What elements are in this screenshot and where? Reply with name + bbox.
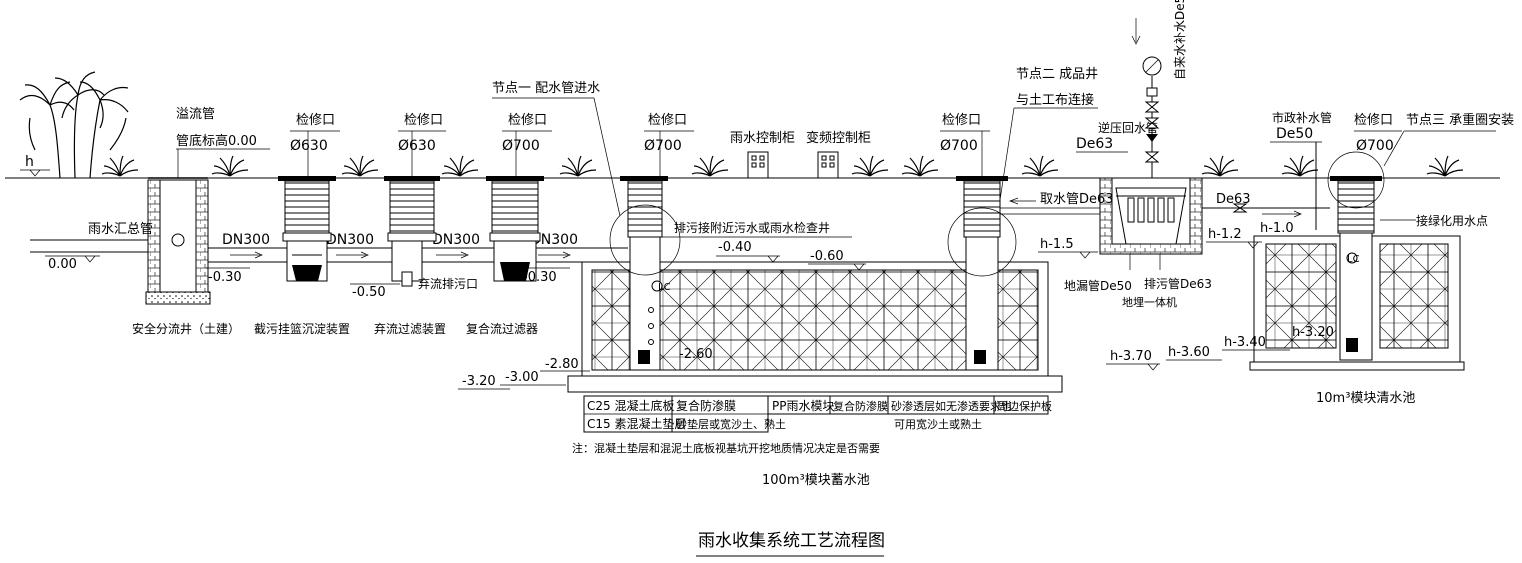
vfd-cabinet-label: 变频控制柜 (806, 130, 871, 146)
elevation-h370: h-3.70 (1110, 349, 1152, 364)
tap-water-supply-line (1131, 18, 1162, 178)
elevation-h360: h-3.60 (1168, 345, 1210, 360)
tap-water-label: 自来水补水De50 (1173, 0, 1187, 80)
access-label-5: 检修口 (942, 113, 981, 128)
access-label-6: 检修口 (1354, 113, 1393, 128)
elevation-h340: h-3.40 (1224, 335, 1266, 350)
clear-pool-caption: 10m³模块清水池 (1316, 391, 1415, 406)
node-2-label: 节点二 成品井 (1016, 67, 1098, 82)
membrane-label-1: 复合防渗膜 (676, 398, 736, 413)
membrane-label-2: 复合防渗膜 (833, 399, 888, 413)
access-label-4: 检修口 (648, 113, 687, 128)
access-diameter-2: Ø630 (398, 138, 436, 154)
storage-pool (567, 176, 1063, 393)
integrated-unit-label: 地埋一体机 (1122, 295, 1177, 309)
c25-slab-label: C25 混凝土底板 (587, 398, 674, 413)
discard-caption: 弃流过滤装置 (374, 321, 446, 336)
pipe-size-label-2: DN300 (326, 232, 374, 248)
inlet-elevation: 0.00 (48, 257, 77, 272)
elevation-minus-260: -2.60 (679, 347, 713, 362)
access-diameter-3: Ø700 (502, 138, 540, 154)
elevation-h10: h-1.0 (1260, 221, 1294, 236)
storage-pool-caption: 100m³模块蓄水池 (762, 473, 870, 488)
protection-board-label: 周边保护板 (997, 399, 1052, 413)
municipal-pipe-label: 市政补水管 (1272, 110, 1332, 125)
filter-caption: 复合流过滤器 (466, 321, 538, 336)
municipal-pipe-size: De50 (1276, 126, 1313, 142)
palm-tree-icon (19, 71, 129, 179)
composite-filter-unit (486, 176, 544, 282)
ground-elevation-label: h (25, 154, 34, 170)
clear-water-pool (1249, 151, 1465, 371)
pipe-size-label-1: DN300 (222, 232, 270, 248)
overflow-pipe-label: 溢流管 (176, 107, 215, 122)
elevation-minus-280: -2.80 (545, 357, 579, 372)
elevation-minus-320: -3.20 (462, 374, 496, 389)
basket-sedimentation-unit (278, 176, 336, 282)
access-diameter-6: Ø700 (1356, 138, 1394, 154)
safety-diversion-well (145, 177, 211, 305)
c15-cushion-label: C15 素混凝土垫层 (587, 416, 686, 431)
node-1-label: 节点一 配水管进水 (492, 81, 600, 96)
vfd-control-cabinet (817, 151, 839, 179)
footnote: 注：混凝土垫层和混泥土底板视基坑开挖地质情况决定是否需要 (572, 441, 880, 455)
node-3-label: 节点三 承重圈安装 (1406, 112, 1514, 128)
floor-drain-label: 地漏管De50 (1064, 278, 1132, 293)
sewage-connection-label: 排污接附近污水或雨水检查井 (674, 220, 830, 235)
intake-pipe-label: 取水管De63 (1040, 192, 1114, 207)
inlet-main-label: 雨水汇总管 (88, 222, 153, 237)
access-diameter-4: Ø700 (644, 138, 682, 154)
elevation-h320: h-3.20 (1292, 325, 1334, 340)
elevation-h15: h-1.5 (1040, 237, 1074, 252)
pipe-size-label-3: DN300 (432, 232, 480, 248)
node-2-sub-label: 与土工布连接 (1016, 92, 1094, 108)
elevation-minus-030-a: -0.30 (208, 270, 242, 285)
pipe-size-label-4: DN300 (530, 232, 578, 248)
shrub-icon (101, 155, 1464, 177)
sand-cushion-label: 砂垫层或宽沙土、熟土 (676, 417, 786, 431)
access-diameter-1: Ø630 (290, 138, 328, 154)
basket-caption: 截污挂篮沉淀装置 (254, 321, 350, 336)
backflow-pipe-label: 逆压回水管 (1098, 120, 1158, 135)
safety-well-caption: 安全分流井（土建） (132, 321, 240, 336)
rain-control-cabinet (747, 151, 769, 179)
access-label-3: 检修口 (508, 113, 547, 128)
elevation-minus-050: -0.50 (352, 285, 386, 300)
elevation-h12: h-1.2 (1208, 227, 1242, 242)
de63-right-label: De63 (1216, 192, 1251, 207)
rain-cabinet-label: 雨水控制柜 (730, 131, 795, 146)
elevation-minus-060: -0.60 (810, 249, 844, 264)
diagram-title: 雨水收集系统工艺流程图 (698, 531, 885, 551)
elevation-minus-300: -3.00 (505, 370, 539, 385)
access-diameter-5: Ø700 (940, 138, 978, 154)
elevation-minus-040: -0.40 (718, 240, 752, 255)
seepage-layer-label-2: 可用宽沙土或熟土 (894, 417, 982, 431)
drain-pipe-label: 排污管De63 (1144, 276, 1212, 291)
access-label-2: 检修口 (404, 113, 443, 128)
access-label-1: 检修口 (296, 113, 335, 128)
backflow-pipe-size: De63 (1076, 136, 1113, 152)
seepage-layer-label: 砂渗透层如无渗透要求也 (891, 399, 1012, 413)
elevation-minus-030-b: -0.30 (523, 270, 557, 285)
pipe-bottom-elevation: 管底标高0.00 (176, 133, 257, 149)
discard-filter-unit (384, 176, 440, 287)
integrated-unit (1099, 177, 1203, 255)
pp-module-label: PP雨水模块 (772, 399, 834, 413)
level-controller-label-1: LC (658, 282, 671, 293)
layer-legend (583, 395, 1049, 433)
green-water-point-label: 接绿化用水点 (1416, 213, 1488, 228)
discard-outlet-label: 弃流排污口 (418, 276, 478, 291)
level-controller-label-2: LC (1347, 254, 1360, 265)
